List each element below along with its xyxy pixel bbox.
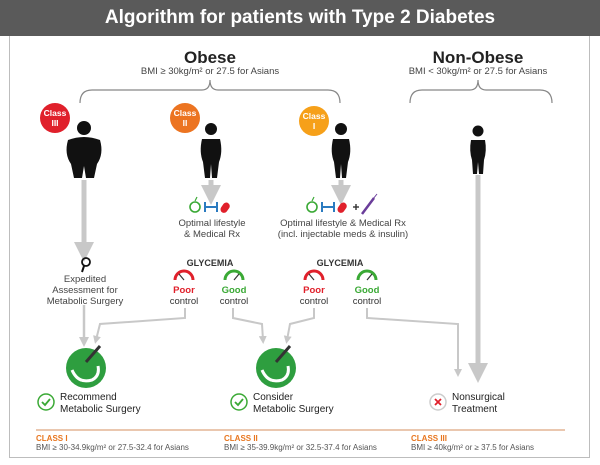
glycemia-label-class1: GLYCEMIA	[316, 258, 364, 268]
gauge-good-icon-class2	[223, 269, 245, 281]
apple-icon-class2	[189, 196, 201, 213]
syringe-icon	[361, 193, 378, 215]
surgery-badge-icon-consider	[256, 345, 296, 388]
person-icon-class1	[331, 123, 351, 178]
person-icon-class3	[66, 121, 102, 178]
pill-icon-class2	[220, 202, 230, 213]
pill-icon-class1	[337, 202, 347, 213]
person-icon-non-obese	[470, 125, 486, 174]
gauge-good-icon-class1	[356, 269, 378, 281]
cross-icon-nonsurgical	[429, 393, 447, 411]
line-class2-good	[232, 308, 267, 344]
class2-step-text: Optimal lifestyle& Medical Rx	[178, 218, 246, 240]
obese-criteria: BMI ≥ 30kg/m² or 27.5 for Asians	[140, 66, 280, 77]
check-icon-consider	[230, 393, 248, 411]
dumbbell-icon-class2	[204, 202, 218, 212]
line-class1-poor	[283, 308, 315, 344]
line-class2-poor	[93, 308, 186, 344]
non-obese-criteria: BMI < 30kg/m² or 27.5 for Asians	[408, 66, 548, 77]
check-icon-recommend	[37, 393, 55, 411]
glycemia-label-class2: GLYCEMIA	[186, 258, 234, 268]
obese-bracket	[79, 79, 341, 104]
plus-icon	[353, 204, 359, 210]
footer-class-i: CLASS I BMI ≥ 30-34.9kg/m² or 27.5-32.4 …	[36, 434, 189, 452]
footer-class-ii: CLASS II BMI ≥ 35-39.9kg/m² or 32.5-37.4…	[224, 434, 377, 452]
gauge-poor-icon-class2	[173, 269, 195, 281]
gauge-poor-icon-class1	[303, 269, 325, 281]
obese-heading: Obese	[184, 48, 236, 67]
person-icon-class2	[200, 123, 222, 178]
dumbbell-icon-class1	[321, 202, 335, 212]
footer-class-iii: CLASS III BMI ≥ 40kg/m² or ≥ 37.5 for As…	[411, 434, 535, 452]
magnifier-icon	[81, 257, 91, 273]
surgery-badge-icon-recommend	[66, 345, 106, 388]
line-class1-good	[366, 308, 462, 377]
class1-step-text: Optimal lifestyle & Medical Rx(incl. inj…	[277, 218, 409, 240]
diagram-frame	[9, 36, 590, 458]
non-obese-heading: Non-Obese	[432, 48, 524, 67]
non-obese-bracket	[409, 79, 553, 104]
apple-icon-class1	[306, 196, 318, 213]
page-title: Algorithm for patients with Type 2 Diabe…	[0, 0, 600, 36]
